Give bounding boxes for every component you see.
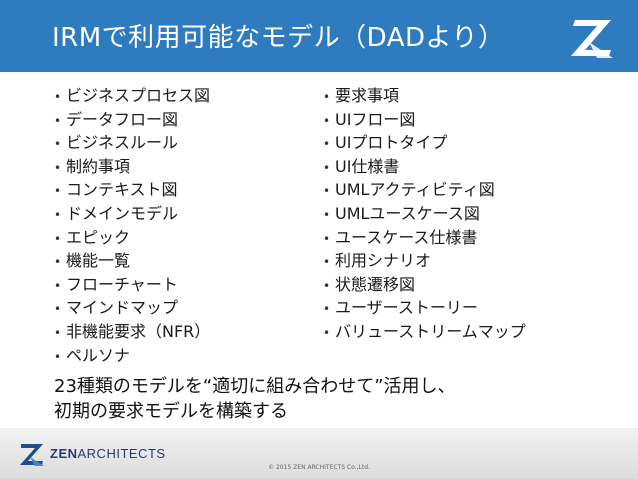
bullet-icon: • [54, 231, 62, 246]
list-item: • UIフロー図 [323, 108, 526, 132]
list-item-label: 利用シナリオ [335, 251, 432, 271]
list-item: • 利用シナリオ [323, 249, 526, 273]
bullet-icon: • [323, 184, 331, 199]
list-item-label: ビジネスプロセス図 [66, 86, 211, 105]
list-item: • 非機能要求（NFR） [54, 320, 210, 344]
zen-architects-logo-icon [571, 20, 613, 58]
footer-brand-bold: ZEN [50, 446, 78, 461]
model-list-right: •要求事項•UIフロー図•UIプロトタイプ•UI仕様書•UMLアクティビティ図•… [323, 84, 526, 344]
bullet-icon: • [54, 278, 62, 293]
bullet-icon: • [323, 325, 331, 340]
bullet-icon: • [54, 255, 62, 270]
summary-line: 初期の要求モデルを構築する [54, 401, 288, 422]
bullet-icon: • [54, 160, 62, 175]
summary-text: 23種類のモデルを“適切に組み合わせて”活用し、 初期の要求モデルを構築する [54, 374, 614, 424]
list-item: • 要求事項 [323, 84, 526, 108]
list-item: • 機能一覧 [54, 249, 210, 273]
footer-brand: ZENARCHITECTS [50, 446, 166, 461]
bullet-icon: • [323, 278, 331, 293]
list-item-label: コンテキスト図 [66, 180, 178, 200]
list-item-label: UIプロトタイプ [335, 133, 448, 153]
bullet-icon: • [323, 207, 331, 222]
list-item: • 制約事項 [54, 155, 210, 179]
zen-architects-footer-logo-icon [20, 444, 44, 466]
list-item-label: データフロー図 [66, 109, 179, 129]
bullet-icon: • [54, 207, 62, 222]
bullet-icon: • [323, 160, 331, 175]
footer-brand-rest: ARCHITECTS [77, 446, 166, 461]
bullet-icon: • [54, 137, 62, 152]
list-item-label: ドメインモデル [66, 203, 179, 223]
list-item: • ビジネスプロセス図 [54, 84, 210, 108]
list-item: • データフロー図 [54, 108, 210, 132]
list-item-label: フローチャート [66, 274, 178, 294]
list-item-label: マインドマップ [66, 298, 179, 318]
bullet-icon: • [54, 325, 62, 340]
list-item: • ユースケース仕様書 [323, 226, 526, 250]
list-item-label: 制約事項 [66, 156, 131, 176]
footer: ZENARCHITECTS © 2015 ZEN ARCHITECTS Co.,… [0, 428, 638, 479]
list-item: • フローチャート [54, 273, 210, 297]
list-item-label: UI仕様書 [335, 156, 400, 176]
list-item-label: エピック [66, 227, 131, 247]
list-item: • ユーザーストーリー [323, 296, 526, 320]
bullet-icon: • [323, 113, 331, 128]
list-item-label: ビジネスルール [66, 133, 179, 153]
bullet-icon: • [323, 137, 331, 152]
list-item-label: UMLアクティビティ図 [335, 180, 495, 200]
list-item-label: 機能一覧 [66, 251, 131, 271]
page-title: IRMで利用可能なモデル（DADより） [52, 23, 505, 53]
bullet-icon: • [323, 255, 331, 270]
list-item: • ビジネスルール [54, 131, 210, 155]
bullet-icon: • [54, 90, 62, 104]
list-item-label: 要求事項 [335, 86, 400, 105]
list-item: • エピック [54, 226, 210, 250]
list-item-label: 非機能要求（NFR） [66, 321, 211, 341]
list-item: • UMLユースケース図 [323, 202, 526, 226]
list-item: • 状態遷移図 [323, 273, 526, 297]
list-item-label: ユースケース仕様書 [335, 227, 478, 247]
list-item: • バリューストリームマップ [323, 320, 526, 344]
bullet-icon: • [54, 302, 62, 317]
list-item: • ペルソナ [54, 344, 210, 368]
list-item: • コンテキスト図 [54, 178, 210, 202]
copyright-text: © 2015 ZEN ARCHITECTS Co.,Ltd. [268, 464, 370, 471]
list-item-label: 状態遷移図 [335, 274, 416, 294]
bullet-icon: • [54, 349, 62, 364]
bullet-icon: • [323, 90, 331, 104]
list-item: • マインドマップ [54, 296, 210, 320]
list-item: • UI仕様書 [323, 155, 526, 179]
list-item-label: UMLユースケース図 [335, 203, 480, 223]
list-item: • UMLアクティビティ図 [323, 178, 526, 202]
bullet-icon: • [54, 184, 62, 199]
summary-line: 23種類のモデルを“適切に組み合わせて”活用し、 [54, 376, 456, 397]
list-item-label: ユーザーストーリー [335, 298, 478, 318]
bullet-icon: • [323, 302, 331, 317]
bullet-icon: • [323, 231, 331, 246]
title-bar: IRMで利用可能なモデル（DADより） [0, 0, 638, 72]
list-item: • ドメインモデル [54, 202, 210, 226]
model-list-left: •ビジネスプロセス図•データフロー図•ビジネスルール•制約事項•コンテキスト図•… [54, 84, 210, 367]
list-item-label: UIフロー図 [335, 109, 416, 129]
list-item-label: ペルソナ [66, 345, 131, 365]
list-item: • UIプロトタイプ [323, 131, 526, 155]
bullet-icon: • [54, 113, 62, 128]
list-item-label: バリューストリームマップ [335, 321, 526, 341]
